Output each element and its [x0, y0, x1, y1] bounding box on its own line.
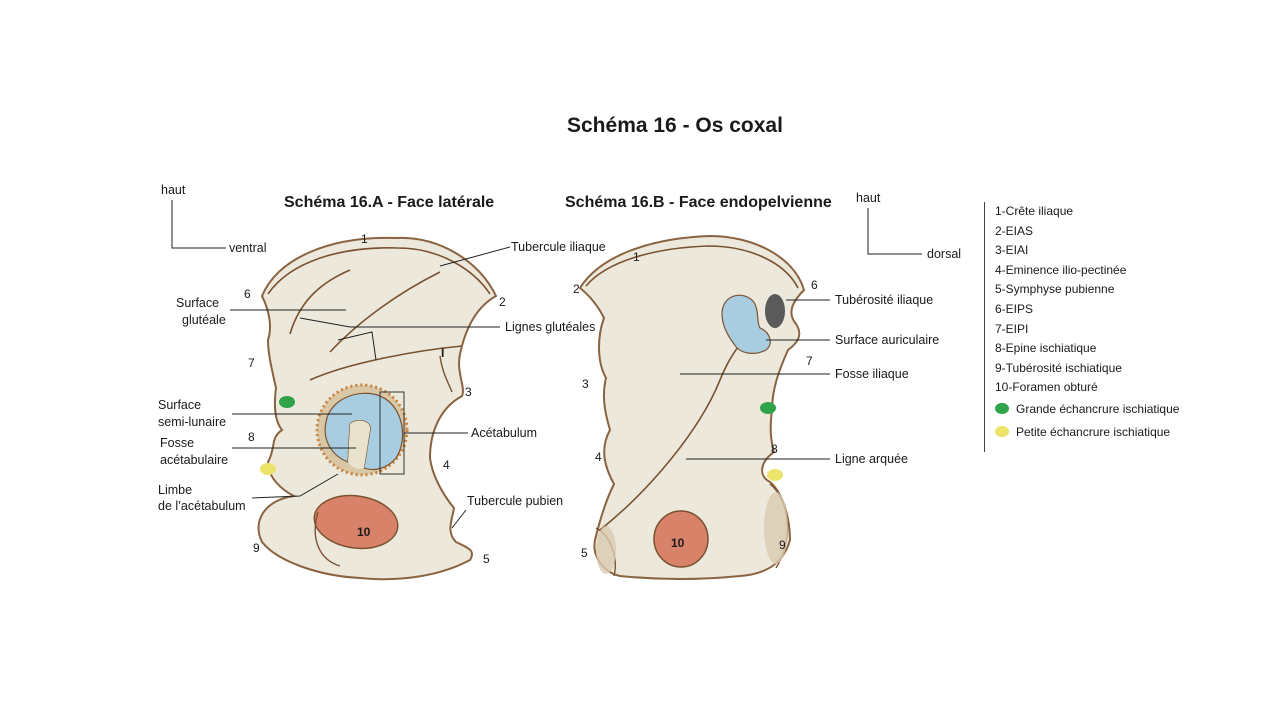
legend: 1-Crête iliaque 2-EIAS 3-EIAI 4-Eminence…	[984, 202, 1179, 452]
legend-item: 7-EIPI	[995, 321, 1029, 336]
legend-item: 4-Eminence ilio-pectinée	[995, 262, 1127, 277]
number-a-1: 1	[361, 232, 368, 246]
grande-echancrure-marker-b	[760, 402, 776, 414]
label-surface-gluteale-2: glutéale	[182, 313, 226, 327]
number-b-10: 10	[671, 536, 685, 550]
number-a-7: 7	[248, 356, 255, 370]
label-surface-auriculaire: Surface auriculaire	[835, 333, 940, 347]
number-a-5: 5	[483, 552, 490, 566]
number-a-8: 8	[248, 430, 255, 444]
orientation-side-b: dorsal	[927, 247, 962, 261]
orientation-arrow-b	[867, 208, 922, 255]
bone-lateral	[257, 236, 498, 581]
label-fosse-iliaque: Fosse iliaque	[835, 367, 909, 381]
legend-item: 10-Foramen obturé	[995, 380, 1098, 395]
number-a-2: 2	[499, 295, 506, 309]
label-surface-semi-lunaire-1: Surface	[158, 398, 202, 412]
number-b-8: 8	[771, 442, 778, 456]
legend-item-grande: Grande échancrure ischiatique	[995, 400, 1179, 420]
label-tuberosite-iliaque: Tubérosité iliaque	[835, 293, 934, 307]
legend-item: 6-EIPS	[995, 301, 1034, 316]
label-surface-gluteale-1: Surface	[176, 296, 220, 310]
legend-item: 2-EIAS	[995, 223, 1034, 238]
legend-item: 5-Symphyse pubienne	[995, 282, 1115, 297]
grande-echancrure-marker-a	[279, 396, 295, 408]
legend-item: 9-Tubérosité ischiatique	[995, 360, 1122, 375]
green-dot-icon	[995, 402, 1009, 414]
number-a-9: 9	[253, 541, 260, 555]
legend-item: 8-Epine ischiatique	[995, 341, 1097, 356]
legend-item: 1-Crête iliaque	[995, 204, 1074, 218]
bone-endopelvic	[578, 234, 806, 580]
page-title: Schéma 16 - Os coxal	[567, 114, 783, 137]
orientation-side-a: ventral	[229, 241, 267, 255]
number-b-4: 4	[595, 450, 602, 464]
panel-a-title: Schéma 16.A - Face latérale	[284, 194, 495, 211]
legend-item-petite: Petite échancrure ischiatique	[995, 423, 1179, 443]
yellow-dot-icon	[995, 425, 1009, 437]
label-ligne-arquee: Ligne arquée	[835, 452, 908, 466]
legend-item: 3-EIAI	[995, 243, 1029, 258]
label-fosse-acetabulaire-1: Fosse	[160, 436, 195, 450]
number-a-4: 4	[443, 458, 450, 472]
number-b-1: 1	[633, 250, 640, 264]
number-a-roman: I	[441, 346, 445, 360]
number-b-7: 7	[806, 354, 813, 368]
petite-echancrure-marker-a	[260, 463, 276, 475]
label-tubercule-pubien: Tubercule pubien	[467, 494, 564, 508]
number-b-5: 5	[581, 546, 588, 560]
number-b-3: 3	[582, 377, 589, 391]
number-b-2: 2	[573, 282, 580, 296]
legend-petite-label: Petite échancrure ischiatique	[1016, 424, 1171, 439]
label-limbe-2: de l’acétabulum	[158, 499, 246, 513]
number-a-3: 3	[465, 385, 472, 399]
number-a-10: 10	[357, 525, 371, 539]
label-surface-semi-lunaire-2: semi-lunaire	[158, 415, 227, 429]
label-fosse-acetabulaire-2: acétabulaire	[160, 453, 229, 467]
number-b-6: 6	[811, 278, 818, 292]
label-limbe-1: Limbe	[158, 483, 193, 497]
legend-grande-label: Grande échancrure ischiatique	[1016, 401, 1180, 416]
orientation-up-b: haut	[856, 191, 881, 205]
number-b-9: 9	[779, 538, 786, 552]
panel-b-title: Schéma 16.B - Face endopelvienne	[565, 194, 832, 211]
orientation-arrow-a	[171, 200, 226, 249]
label-lignes-gluteales: Lignes glutéales	[505, 320, 596, 334]
orientation-up-a: haut	[161, 183, 186, 197]
label-acetabulum: Acétabulum	[471, 426, 538, 440]
label-tubercule-iliaque: Tubercule iliaque	[511, 240, 606, 254]
petite-echancrure-marker-b	[767, 469, 783, 481]
number-a-6: 6	[244, 287, 251, 301]
